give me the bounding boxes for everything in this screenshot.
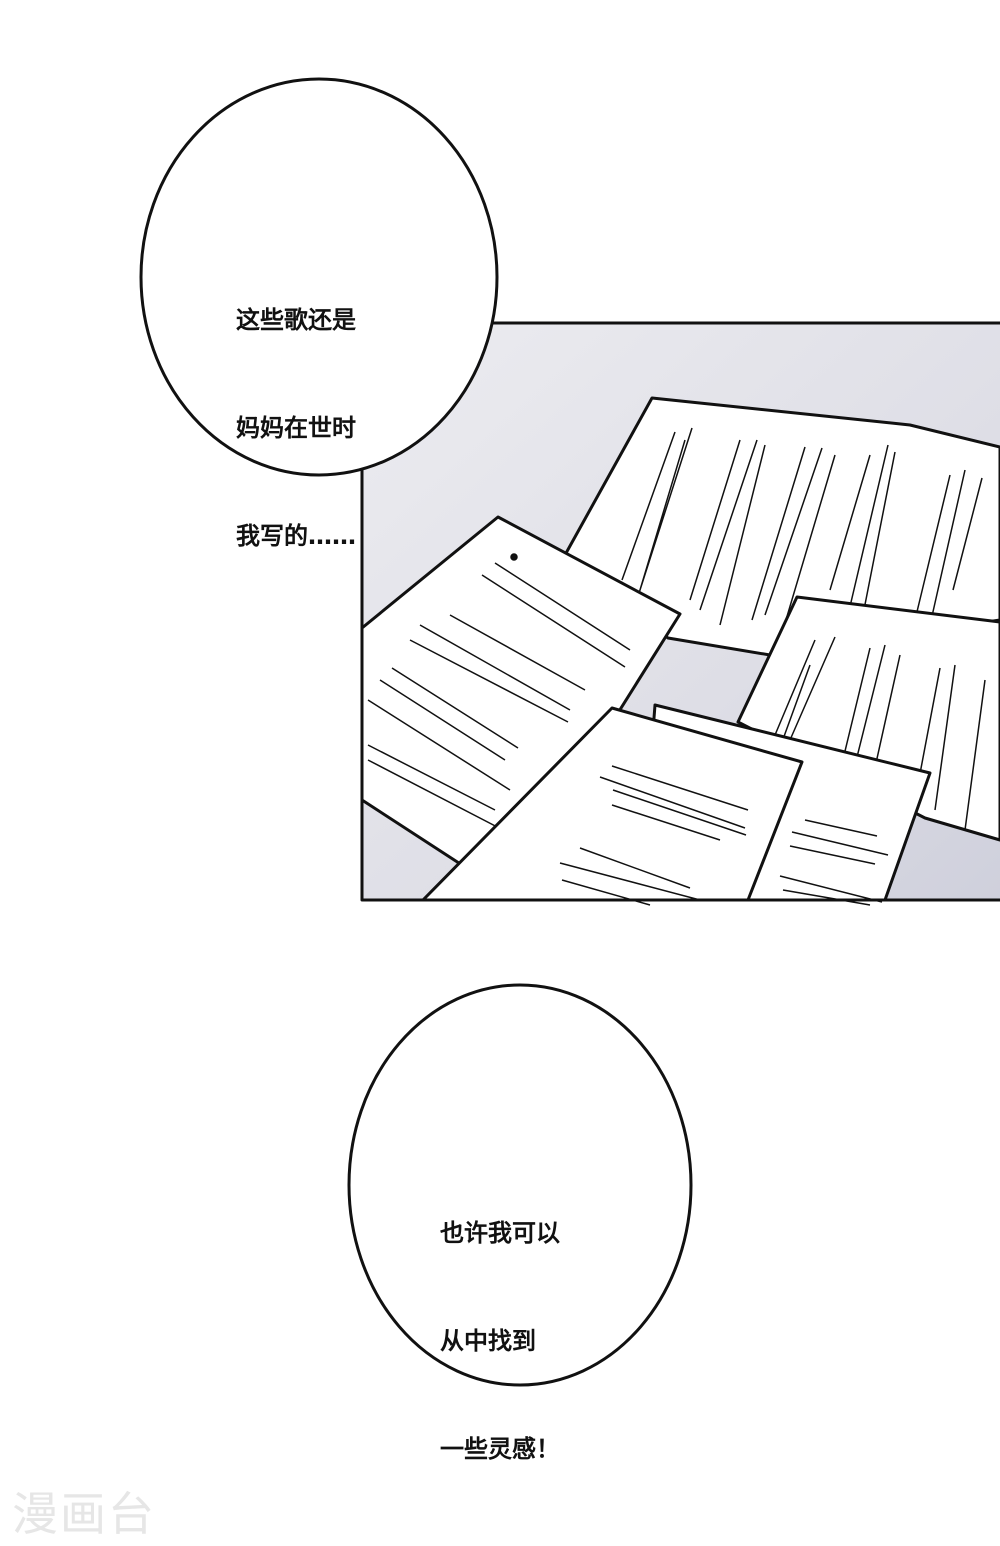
speech-bubble-2-text: 也许我可以 从中找到 一些灵感！ (440, 1143, 560, 1503)
paper-front-lines (559, 765, 749, 906)
paper-left (360, 515, 682, 895)
bubble-line: 一些灵感！ (440, 1435, 560, 1463)
speech-bubble-1-text: 这些歌还是 妈妈在世时 我写的…… (236, 230, 356, 590)
bubble-line: 我写的…… (236, 522, 356, 550)
paper-front-right-lines (779, 819, 889, 906)
paper-left-lines (367, 553, 631, 831)
bubble-line: 从中找到 (440, 1327, 536, 1355)
watermark-logo: 漫画台 (12, 1487, 156, 1541)
bubble-line: 这些歌还是 (236, 306, 356, 334)
bubble-line: 也许我可以 (440, 1219, 560, 1247)
paper-right (736, 595, 1000, 842)
paper-back-lines (621, 427, 983, 641)
panel-artwork (360, 321, 1000, 906)
bubble-line: 妈妈在世时 (236, 414, 356, 442)
speech-bubble-2 (347, 983, 693, 1387)
speech-bubble-1 (139, 77, 499, 477)
